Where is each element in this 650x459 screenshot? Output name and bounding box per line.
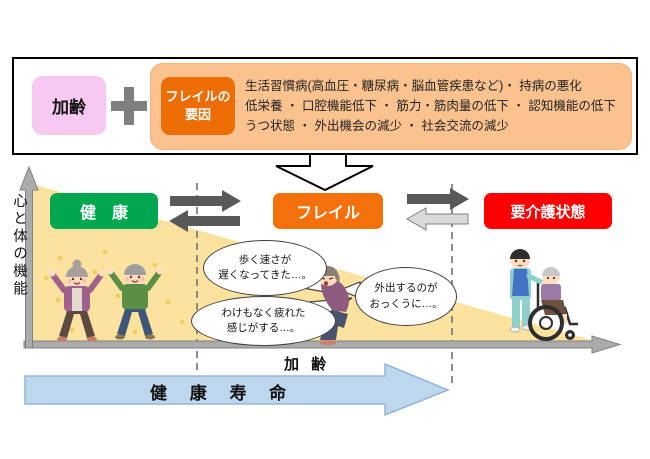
bubble3-line2: おっくうに…。 [369,297,443,310]
y-axis-label: 心と体の機能 [11,193,27,298]
stage-care-needed-box: 要介護状態 [484,193,612,229]
frailty-factors-panel: 加齢 フレイルの 要因 生活習慣病(高血圧・糖尿病・脳血管疾患など)・ 持病の悪… [12,57,638,155]
speech-bubble-tiredness: わけもなく疲れた 感じがする…。 [191,296,336,346]
stage-frailty-box: フレイル [273,193,383,229]
y-axis-arrow [19,165,39,349]
frailty-factors-badge: フレイルの 要因 [161,77,235,135]
aging-box: 加齢 [32,76,106,135]
factor-list: 生活習慣病(高血圧・糖尿病・脳血管疾患など)・ 持病の悪化 低栄養 ・ 口腔機能… [245,76,627,136]
factor-line-2: 低栄養 ・ 口腔機能低下 ・ 筋力・筋肉量の低下 ・ 認知機能の低下 [245,99,616,113]
speech-bubble-walking-speed: 歩く速さが 遅くなってきた…。 [203,240,327,296]
factors-down-arrow [275,153,374,192]
factor-line-3: うつ状態 ・ 外出機会の減少 ・ 社会交流の減少 [245,119,509,133]
factor-container: フレイルの 要因 生活習慣病(高血圧・糖尿病・脳血管疾患など)・ 持病の悪化 低… [150,63,632,150]
factor-line-1: 生活習慣病(高血圧・糖尿病・脳血管疾患など)・ 持病の悪化 [245,79,582,93]
healthy-elderly-woman-illustration [48,259,106,342]
healthy-life-arrow [24,362,450,417]
frailty-to-health-arrow [169,210,240,232]
bubble1-line2: 遅くなってきた…。 [218,269,312,281]
bubble3-line1: 外出するのが [374,282,438,295]
bubble1-line1: 歩く速さが [238,253,292,266]
speech-bubble-going-out: 外出するのが おっくうに…。 [355,267,457,326]
care-to-frailty-arrow [406,207,469,231]
caregiver-wheelchair-illustration [509,249,578,341]
healthy-elderly-man-illustration [106,264,164,340]
factor-badge-line1: フレイルの [165,89,231,105]
healthy-life-expectancy-label: 健 康 寿 命 [150,384,296,403]
bubble2-line1: わけもなく疲れた [221,306,306,319]
x-axis-arrow [23,335,622,354]
health-to-frailty-arrow [170,190,241,212]
factor-badge-line2: 要因 [184,107,211,122]
x-axis-label: 加 齢 [284,356,331,373]
sparkle-dots [43,249,185,335]
frailty-to-care-arrow [407,188,469,210]
stage-health-box: 健 康 [50,193,158,229]
bubble2-line2: 感じがする…。 [226,322,301,334]
plus-icon [111,87,147,130]
